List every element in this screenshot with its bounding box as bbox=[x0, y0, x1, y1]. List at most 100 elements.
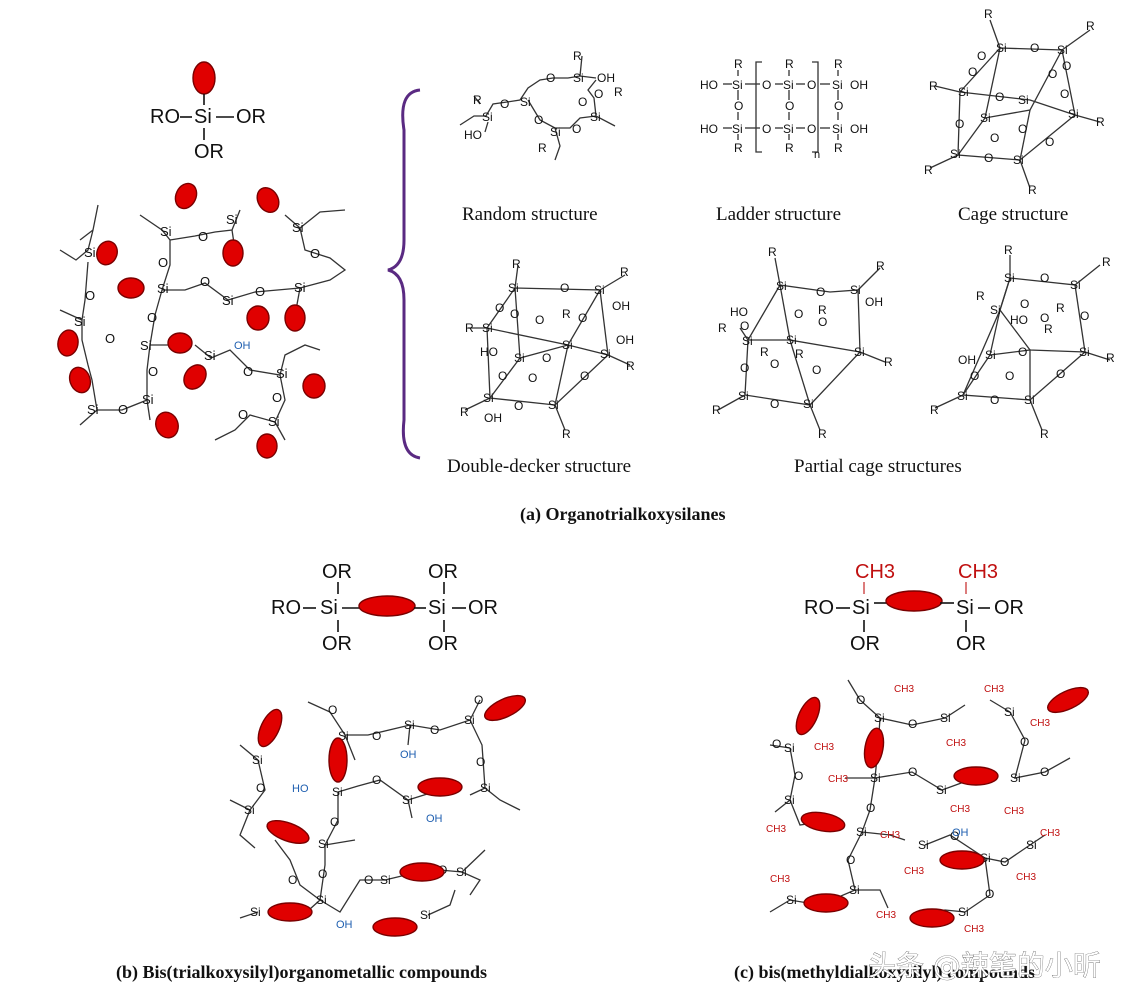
c-methyl-12: CH3 bbox=[1016, 872, 1036, 883]
svg-text:Si: Si bbox=[562, 338, 573, 352]
svg-text:O: O bbox=[243, 364, 253, 379]
svg-text:Si: Si bbox=[142, 392, 154, 407]
svg-text:O: O bbox=[955, 117, 964, 131]
svg-text:O: O bbox=[198, 229, 208, 244]
svg-text:HO: HO bbox=[730, 305, 748, 319]
svg-text:Si: Si bbox=[548, 398, 559, 412]
svg-text:O: O bbox=[85, 288, 95, 303]
svg-text:O: O bbox=[430, 723, 439, 737]
svg-text:Si: Si bbox=[849, 883, 860, 897]
svg-text:O: O bbox=[1018, 122, 1027, 136]
svg-text:R: R bbox=[768, 245, 777, 259]
svg-text:Si: Si bbox=[464, 713, 475, 727]
c-monomer-ch3-right: CH3 bbox=[958, 561, 998, 583]
c-methyl-11: CH3 bbox=[904, 866, 924, 877]
svg-text:O: O bbox=[1080, 309, 1089, 323]
svg-text:Si: Si bbox=[803, 397, 814, 411]
svg-text:Si: Si bbox=[318, 837, 329, 851]
svg-text:Si: Si bbox=[204, 348, 216, 363]
svg-text:R: R bbox=[834, 57, 843, 71]
svg-text:R: R bbox=[1056, 301, 1065, 315]
c-network-oh: OH bbox=[952, 827, 969, 839]
svg-text:R: R bbox=[1106, 351, 1115, 365]
caption-panel-c: (c) bis(methyldialkoxysilyl) compounds bbox=[734, 962, 1035, 983]
svg-text:R: R bbox=[834, 141, 843, 155]
svg-text:Si: Si bbox=[514, 351, 525, 365]
svg-text:O: O bbox=[762, 122, 771, 136]
svg-text:R: R bbox=[760, 345, 769, 359]
svg-text:Si: Si bbox=[783, 122, 794, 136]
grouping-brace bbox=[387, 88, 421, 460]
b-monomer-ro: RO bbox=[271, 597, 301, 619]
svg-text:O: O bbox=[818, 315, 827, 329]
svg-text:O: O bbox=[1056, 367, 1065, 381]
svg-text:O: O bbox=[572, 122, 581, 136]
svg-text:Si: Si bbox=[252, 753, 263, 767]
svg-text:R: R bbox=[924, 163, 933, 177]
svg-text:Si: Si bbox=[980, 111, 991, 125]
svg-text:Si: Si bbox=[600, 347, 611, 361]
svg-text:O: O bbox=[846, 853, 855, 867]
svg-text:O: O bbox=[328, 703, 337, 717]
svg-text:Si: Si bbox=[742, 334, 753, 348]
svg-text:Si: Si bbox=[74, 314, 86, 329]
svg-text:O: O bbox=[528, 371, 537, 385]
svg-text:O: O bbox=[546, 71, 555, 85]
c-methyl-8: CH3 bbox=[950, 804, 970, 815]
svg-text:Si: Si bbox=[520, 95, 531, 109]
svg-text:R: R bbox=[538, 141, 547, 155]
svg-text:O: O bbox=[272, 390, 282, 405]
svg-text:O: O bbox=[990, 393, 999, 407]
svg-text:O: O bbox=[1048, 67, 1057, 81]
c-methyl-4: CH3 bbox=[1030, 718, 1050, 729]
svg-text:O: O bbox=[238, 407, 248, 422]
svg-text:R: R bbox=[929, 79, 938, 93]
c-methyl-2: CH3 bbox=[946, 738, 966, 749]
svg-text:R: R bbox=[1086, 19, 1095, 33]
svg-text:R: R bbox=[512, 257, 521, 271]
svg-text:Si: Si bbox=[958, 905, 969, 919]
c-monomer-or-right: OR bbox=[994, 597, 1024, 619]
svg-text:Si: Si bbox=[402, 793, 413, 807]
svg-text:O: O bbox=[372, 773, 381, 787]
svg-text:O: O bbox=[1060, 87, 1069, 101]
svg-text:R: R bbox=[1004, 243, 1013, 257]
svg-text:O: O bbox=[288, 873, 297, 887]
b-network-oh-1: OH bbox=[400, 749, 417, 761]
c-methyl-10: CH3 bbox=[880, 830, 900, 841]
svg-text:O: O bbox=[330, 815, 339, 829]
svg-text:O: O bbox=[1040, 765, 1049, 779]
svg-text:O: O bbox=[364, 873, 373, 887]
svg-text:O: O bbox=[785, 99, 794, 113]
svg-text:Si: Si bbox=[854, 345, 865, 359]
svg-text:O: O bbox=[578, 95, 587, 109]
monomer-si: Si bbox=[194, 106, 212, 128]
b-network-organic-groups bbox=[257, 694, 526, 937]
svg-text:Si: Si bbox=[140, 338, 152, 353]
svg-text:R: R bbox=[626, 359, 635, 373]
svg-text:R: R bbox=[930, 403, 939, 417]
svg-text:HO: HO bbox=[700, 78, 718, 92]
label-ladder-structure: Ladder structure bbox=[716, 204, 841, 225]
b-network-ho: HO bbox=[292, 783, 309, 795]
svg-text:R: R bbox=[620, 265, 629, 279]
svg-text:O: O bbox=[474, 693, 483, 707]
svg-text:O: O bbox=[950, 829, 959, 843]
svg-text:O: O bbox=[984, 151, 993, 165]
svg-text:R: R bbox=[614, 85, 623, 99]
svg-text:Si: Si bbox=[786, 333, 797, 347]
svg-text:O: O bbox=[147, 310, 157, 325]
svg-text:R: R bbox=[795, 347, 804, 361]
b-network-oh-2: OH bbox=[426, 813, 443, 825]
svg-text:R: R bbox=[1096, 115, 1105, 129]
svg-text:O: O bbox=[970, 369, 979, 383]
svg-text:O: O bbox=[255, 284, 265, 299]
label-double-decker-structure: Double-decker structure bbox=[447, 456, 631, 477]
svg-text:O: O bbox=[794, 307, 803, 321]
svg-text:Si: Si bbox=[957, 389, 968, 403]
svg-text:Si: Si bbox=[996, 41, 1007, 55]
svg-text:Si: Si bbox=[732, 78, 743, 92]
svg-text:Si: Si bbox=[950, 147, 961, 161]
